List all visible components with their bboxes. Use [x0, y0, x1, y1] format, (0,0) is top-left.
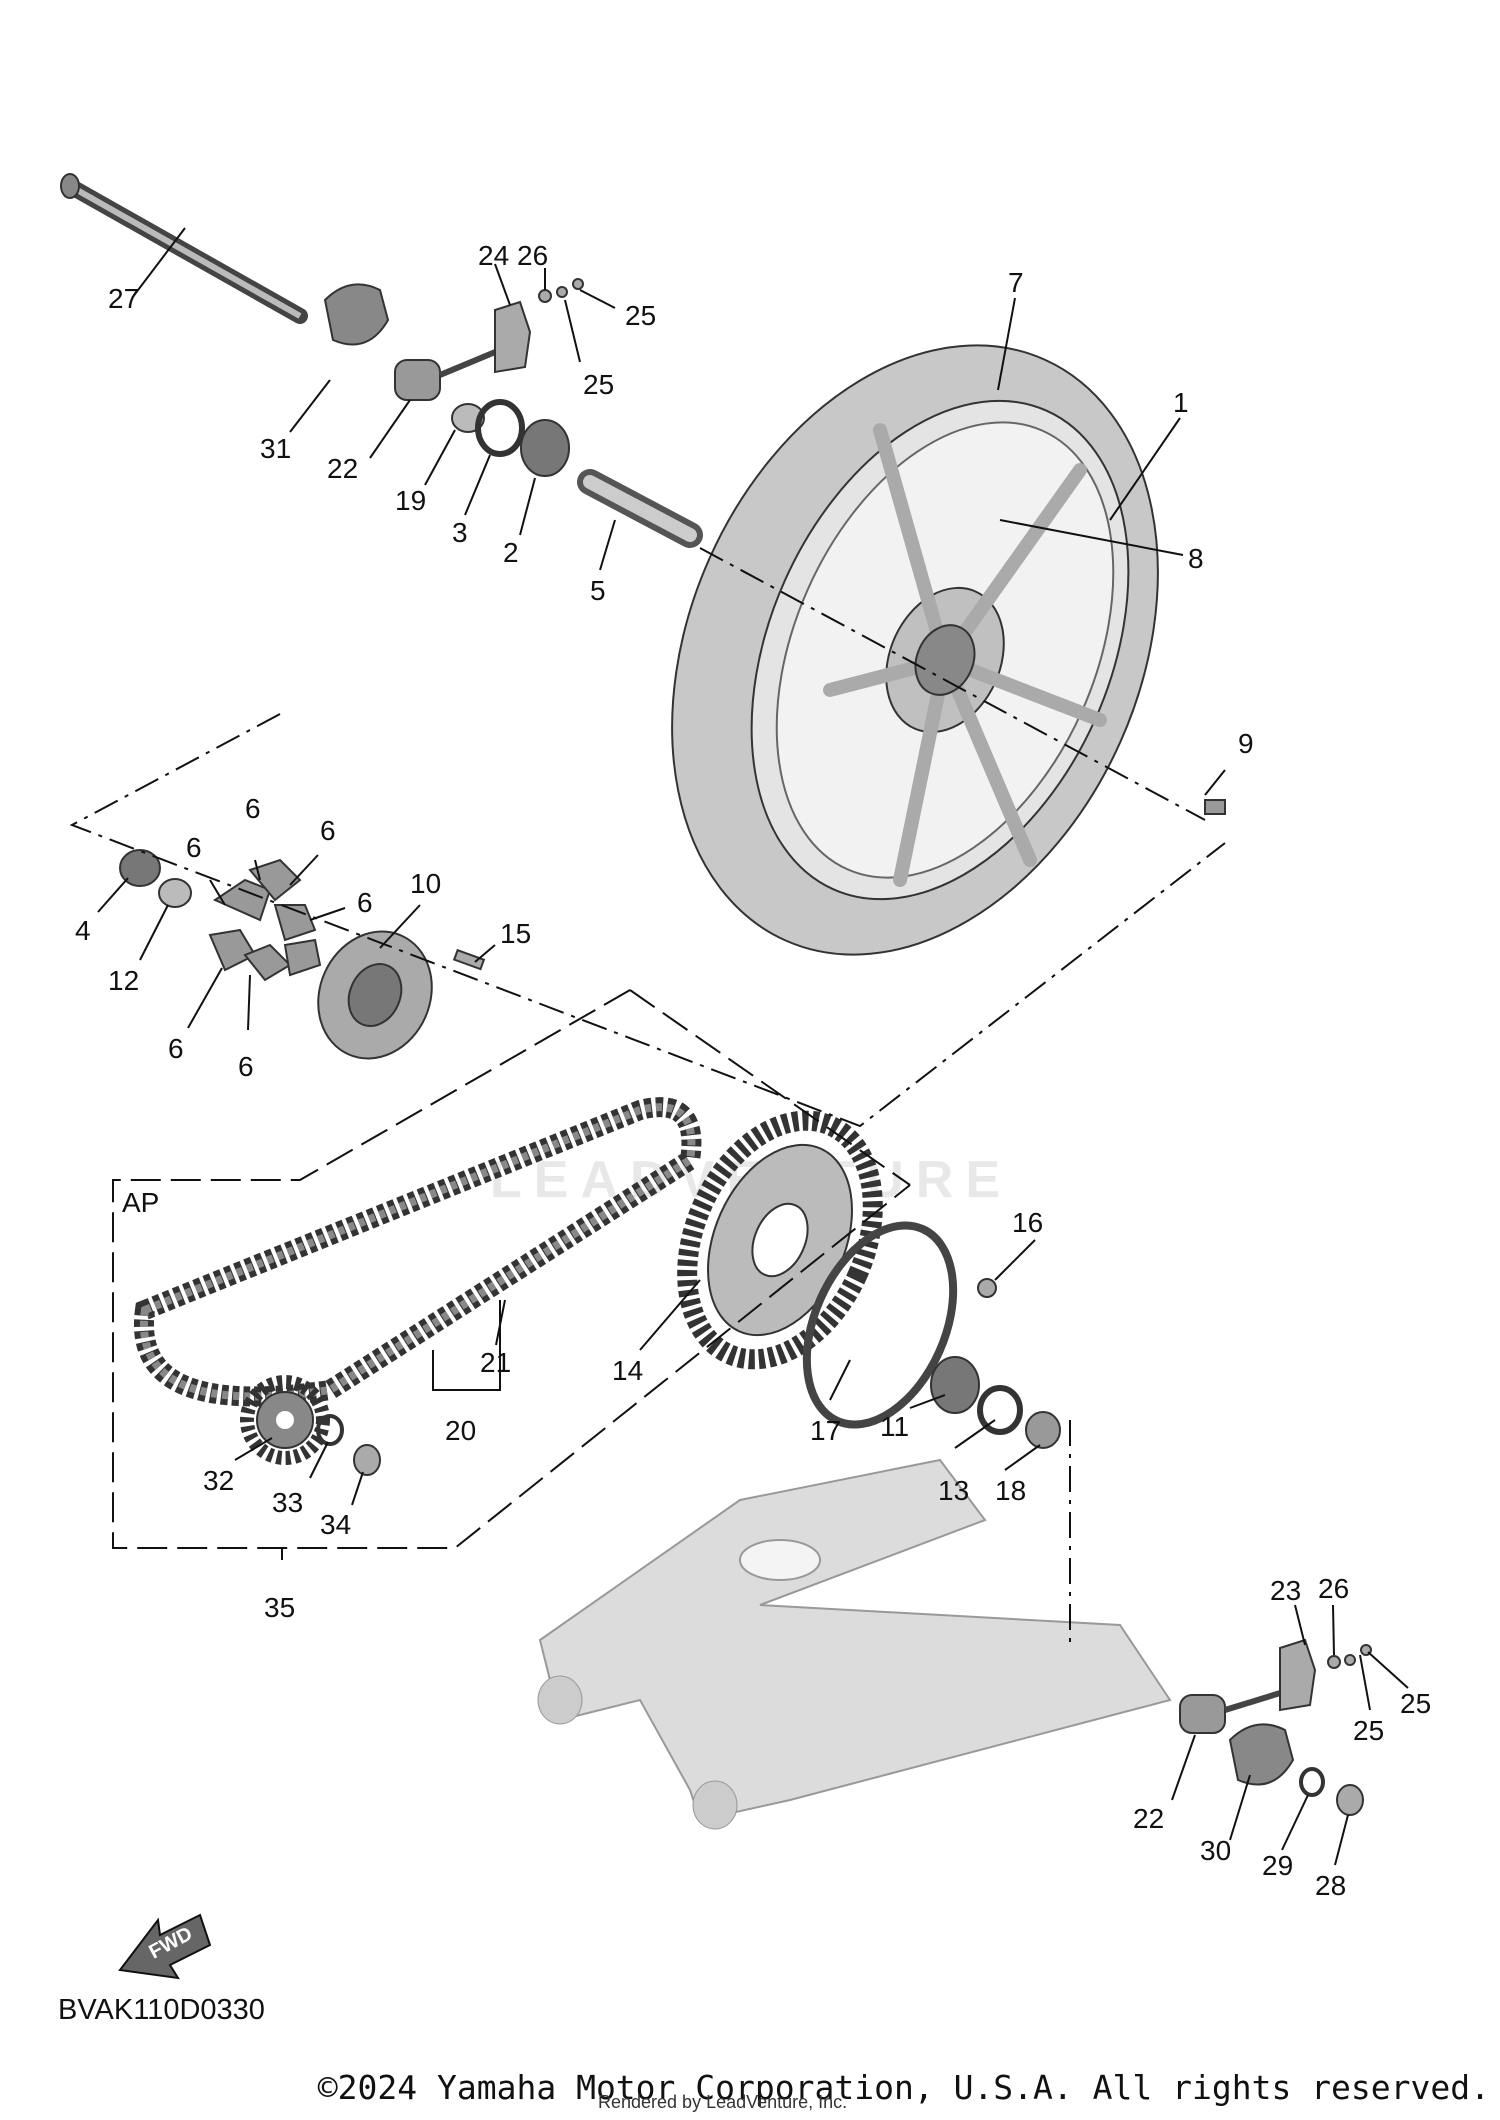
fwd-arrow-icon: FWD [118, 1913, 212, 1980]
part-swingarm [537, 1458, 1172, 1830]
callout-5[interactable]: 5 [590, 575, 606, 606]
diagram-code: BVAK110D0330 [58, 1994, 265, 2026]
callout-34[interactable]: 34 [320, 1509, 351, 1540]
callout-7[interactable]: 7 [1008, 267, 1024, 298]
callout-13[interactable]: 13 [938, 1475, 969, 1506]
part-nut-upper-1[interactable] [538, 289, 552, 303]
callout-1[interactable]: 1 [1173, 387, 1189, 418]
part-stud-15[interactable] [452, 948, 486, 971]
axle-center-line [699, 547, 1206, 821]
copyright-notice: ©2024 Yamaha Motor Corporation, U.S.A. A… [317, 2068, 1490, 2107]
callout-26a[interactable]: 26 [517, 240, 548, 271]
part-nut-lower-1[interactable] [1327, 1655, 1341, 1669]
callout-22a[interactable]: 22 [327, 453, 358, 484]
callout-16[interactable]: 16 [1012, 1207, 1043, 1238]
chain-kit-frame [112, 989, 911, 1549]
callout-30[interactable]: 30 [1200, 1835, 1231, 1866]
part-washer-29[interactable] [1299, 1767, 1325, 1797]
callouts: 1 2 3 4 5 6 6 6 6 6 6 7 8 9 10 11 12 13 … [75, 240, 1431, 1901]
part-guard-17[interactable] [778, 1203, 982, 1448]
callout-20[interactable]: 20 [445, 1415, 476, 1446]
part-plate-upper[interactable] [494, 300, 532, 374]
part-bearing-2[interactable] [520, 419, 570, 477]
part-oil-seal-3[interactable] [475, 399, 525, 457]
callout-25a[interactable]: 25 [625, 300, 656, 331]
part-nut-upper-3[interactable] [572, 278, 584, 290]
callout-9[interactable]: 9 [1238, 728, 1254, 759]
part-nut-34[interactable] [353, 1444, 381, 1476]
callout-4[interactable]: 4 [75, 915, 91, 946]
group-label-ap: AP [122, 1187, 159, 1218]
part-collar-lower[interactable] [1228, 1723, 1295, 1786]
part-plate-lower[interactable] [1279, 1638, 1317, 1712]
callout-23[interactable]: 23 [1270, 1575, 1301, 1606]
callout-12[interactable]: 12 [108, 965, 139, 996]
callout-22b[interactable]: 22 [1133, 1803, 1164, 1834]
callout-32[interactable]: 32 [203, 1465, 234, 1496]
part-oil-seal-13[interactable] [977, 1385, 1023, 1435]
callout-25c[interactable]: 25 [1353, 1715, 1384, 1746]
part-collar-12[interactable] [158, 878, 192, 908]
callout-17[interactable]: 17 [810, 1415, 841, 1446]
wheel-assembly-frame [69, 713, 1226, 1128]
callout-6b[interactable]: 6 [245, 793, 261, 824]
callout-10[interactable]: 10 [410, 868, 441, 899]
leader-lines [97, 227, 1409, 1866]
part-rear-wheel[interactable] [580, 268, 1250, 1032]
part-drive-chain[interactable] [133, 1097, 702, 1407]
callout-25b[interactable]: 25 [583, 369, 614, 400]
callout-15[interactable]: 15 [500, 918, 531, 949]
callout-2[interactable]: 2 [503, 537, 519, 568]
callout-24[interactable]: 24 [478, 240, 509, 271]
part-spacer-5[interactable] [577, 469, 703, 548]
callout-27[interactable]: 27 [108, 283, 139, 314]
part-valve-9[interactable] [1204, 799, 1226, 815]
part-nut-lower-2[interactable] [1344, 1654, 1356, 1666]
callout-26b[interactable]: 26 [1318, 1573, 1349, 1604]
part-collar-18[interactable] [1025, 1411, 1061, 1449]
callout-6e[interactable]: 6 [168, 1033, 184, 1064]
callout-25d[interactable]: 25 [1400, 1688, 1431, 1719]
callout-21[interactable]: 21 [480, 1347, 511, 1378]
callout-11[interactable]: 11 [880, 1411, 909, 1442]
part-nut-16[interactable] [977, 1278, 997, 1298]
rendered-by-notice: Rendered by LeadVenture, Inc. [598, 2092, 848, 2112]
callout-6a[interactable]: 6 [186, 832, 202, 863]
part-nut-28[interactable] [1336, 1784, 1364, 1816]
part-bearing-11[interactable] [930, 1356, 980, 1414]
part-adjuster-upper[interactable] [394, 347, 502, 401]
callout-3[interactable]: 3 [452, 517, 468, 548]
callout-29[interactable]: 29 [1262, 1850, 1293, 1881]
callout-28[interactable]: 28 [1315, 1870, 1346, 1901]
part-dampers[interactable] [208, 858, 322, 982]
part-nut-upper-2[interactable] [556, 286, 568, 298]
chain-kit-frame-top [629, 989, 911, 1186]
callout-6d[interactable]: 6 [357, 887, 373, 918]
callout-18[interactable]: 18 [995, 1475, 1026, 1506]
part-bearing-4[interactable] [119, 849, 161, 887]
part-washer-33[interactable] [316, 1414, 344, 1446]
callout-6c[interactable]: 6 [320, 815, 336, 846]
callout-14[interactable]: 14 [612, 1355, 643, 1386]
callout-19[interactable]: 19 [395, 485, 426, 516]
callout-33[interactable]: 33 [272, 1487, 303, 1518]
part-collar-left[interactable] [323, 283, 390, 346]
callout-31[interactable]: 31 [260, 433, 291, 464]
callout-8[interactable]: 8 [1188, 543, 1204, 574]
part-axle[interactable] [60, 173, 308, 324]
callout-35[interactable]: 35 [264, 1592, 295, 1623]
callout-6f[interactable]: 6 [238, 1051, 254, 1082]
part-clutch-hub[interactable] [298, 913, 451, 1077]
